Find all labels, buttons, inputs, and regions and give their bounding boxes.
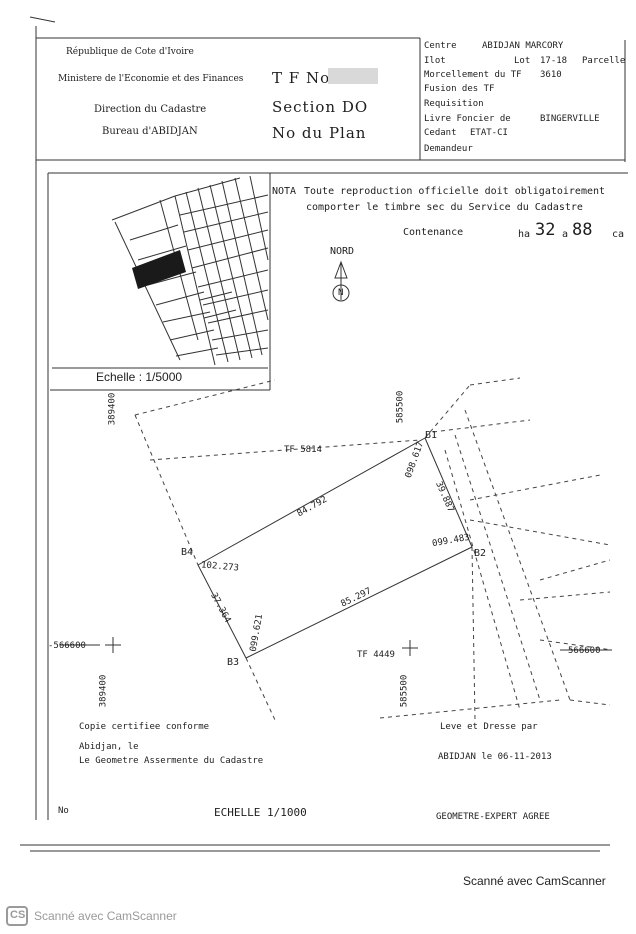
coord-y-right: 566600	[568, 646, 601, 656]
coord-y-top: 389400	[107, 392, 118, 426]
direction-text: Direction du Cadastre	[94, 104, 207, 115]
republique-text: République de Cote d'Ivoire	[66, 47, 194, 57]
nord-label: NORD	[330, 246, 355, 257]
bureau-text: Bureau d'ABIDJAN	[102, 126, 198, 137]
nota-line1: Toute reproduction officielle doit oblig…	[304, 186, 606, 197]
ministere-text: Ministere de l'Economie et des Finances	[58, 74, 244, 84]
corner-b2: B2	[474, 548, 487, 559]
tf-top-label: TF 5814	[284, 445, 322, 455]
nota-label: NOTA	[272, 186, 297, 197]
ha-value: 32	[535, 220, 556, 240]
nota-line2: comporter le timbre sec du Service du Ca…	[306, 202, 583, 213]
contenance-label: Contenance	[403, 227, 464, 238]
redacted-block	[328, 68, 378, 84]
morcellement-value: 3610	[540, 70, 562, 80]
demandeur-label: Demandeur	[424, 144, 473, 154]
centre-label: Centre	[424, 41, 457, 51]
livre-foncier-value: BINGERVILLE	[540, 114, 600, 124]
a-value: 88	[572, 220, 593, 240]
parcelle-label: Parcelle	[582, 56, 626, 66]
ilot-label: Ilot	[424, 56, 446, 66]
no-label: No	[58, 806, 69, 816]
centre-value: ABIDJAN MARCORY	[482, 41, 564, 51]
corner-b3: B3	[227, 657, 240, 668]
cedant-value: ETAT-CI	[470, 128, 508, 138]
a-label: a	[562, 229, 569, 240]
coord-y-left: -566600	[48, 641, 86, 651]
copie-conforme-text: Copie certifiee conforme	[79, 722, 210, 732]
fusion-label: Fusion des TF	[424, 84, 495, 94]
ha-label: ha	[518, 229, 531, 240]
coord-x-bottom-left: 389400	[98, 674, 109, 708]
coord-x-bottom-right: 585500	[399, 674, 410, 708]
leve-dresse-text: Leve et Dresse par	[440, 722, 538, 732]
camscanner-footer-text: Scanné avec CamScanner	[34, 909, 177, 923]
section-text: Section DO	[272, 98, 369, 116]
inset-scale-label: Echelle : 1/5000	[96, 370, 183, 384]
north-arrow-icon: N	[338, 288, 344, 298]
lot-label: Lot	[514, 56, 531, 66]
geometre-assermente-text: Le Geometre Assermente du Cadastre	[79, 756, 264, 766]
coord-x-top: 585500	[395, 390, 406, 424]
tf-number-label: T F No	[272, 69, 331, 87]
ca-label: ca	[612, 229, 625, 240]
livre-foncier-label: Livre Foncier de	[424, 114, 511, 124]
corner-b4: B4	[181, 547, 194, 558]
requisition-label: Requisition	[424, 99, 484, 109]
camscanner-logo-icon: CS	[6, 906, 28, 926]
abidjan-date-text: ABIDJAN le 06-11-2013	[438, 752, 552, 762]
cedant-label: Cedant	[424, 128, 457, 138]
morcellement-label: Morcellement du TF	[424, 70, 522, 80]
corner-b1: B1	[425, 430, 438, 441]
plan-number-text: No du Plan	[272, 124, 367, 142]
camscanner-watermark-text: Scanné avec CamScanner	[463, 874, 606, 888]
lot-value: 17-18	[540, 56, 568, 66]
tf-bottom-label: TF 4449	[357, 650, 395, 660]
geometre-expert-text: GEOMETRE-EXPERT AGREE	[436, 812, 550, 822]
echelle-label: ECHELLE 1/1000	[214, 806, 307, 819]
abidjan-le-text: Abidjan, le	[79, 742, 139, 752]
